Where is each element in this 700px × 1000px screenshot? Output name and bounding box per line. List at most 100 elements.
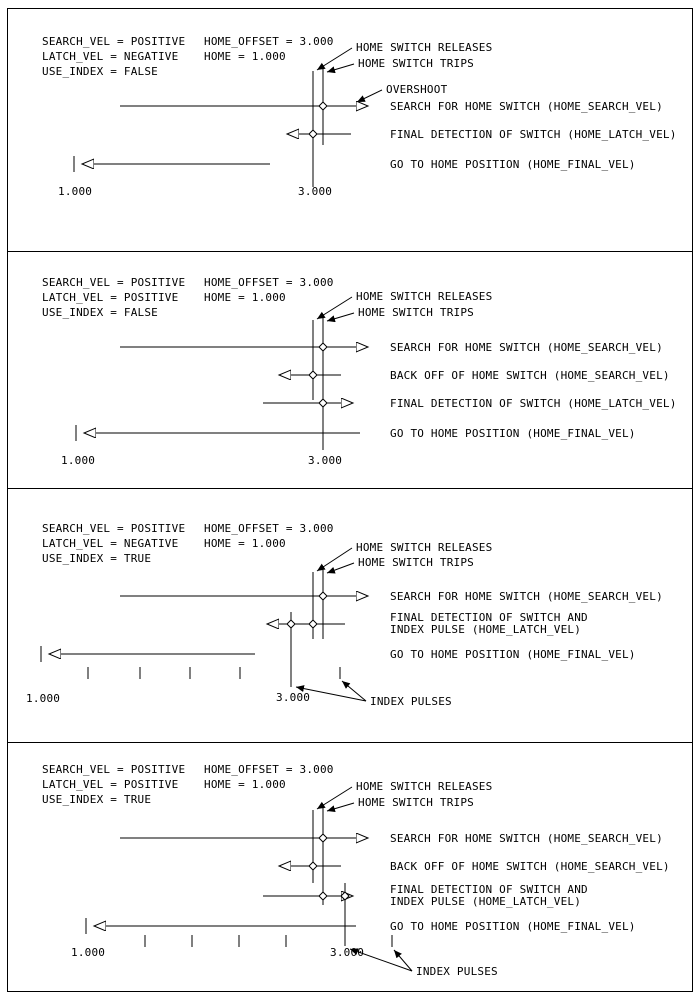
move-go-home: GO TO HOME POSITION (HOME_FINAL_VEL) [73,156,635,172]
trip-point-marker [318,101,328,111]
step-go-home-label: GO TO HOME POSITION (HOME_FINAL_VEL) [390,920,636,933]
homing-diagram-3: SEARCH_VEL = POSITIVE HOME_OFFSET = 3.00… [26,522,663,708]
home-switch-lines [312,69,324,187]
callout-releases-label: HOME SWITCH RELEASES [356,780,492,793]
home-switch-lines [290,570,324,687]
axis-offset-label: 3.000 [308,454,342,467]
param-home-offset: HOME_OFFSET = 3.000 [204,35,334,48]
step-latch-label-line1: FINAL DETECTION OF SWITCH AND [390,883,588,896]
axis-home-label: 1.000 [26,692,60,705]
callout-releases-label: HOME SWITCH RELEASES [356,541,492,554]
param-search-vel: SEARCH_VEL = POSITIVE [42,276,185,289]
release-point-marker [308,370,318,380]
param-use-index: USE_INDEX = FALSE [42,306,158,319]
move-latch: FINAL DETECTION OF SWITCH AND INDEX PULS… [263,883,588,908]
trip-point-marker [318,833,328,843]
index-pulses-callout: INDEX PULSES [295,680,452,708]
step-go-home-label: GO TO HOME POSITION (HOME_FINAL_VEL) [390,648,636,661]
panel-home-search-pos-latch-neg-index: SEARCH_VEL = POSITIVE HOME_OFFSET = 3.00… [7,488,693,743]
step-search-label: SEARCH FOR HOME SWITCH (HOME_SEARCH_VEL) [390,341,663,354]
callout-home-switch-trips: HOME SWITCH TRIPS [326,796,474,813]
param-use-index: USE_INDEX = TRUE [42,552,151,565]
callout-overshoot-label: OVERSHOOT [386,83,448,96]
move-latch: FINAL DETECTION OF SWITCH (HOME_LATCH_VE… [263,397,677,410]
index-pulses-label: INDEX PULSES [416,965,498,978]
param-home: HOME = 1.000 [204,50,286,63]
step-search-label: SEARCH FOR HOME SWITCH (HOME_SEARCH_VEL) [390,590,663,603]
callout-releases-label: HOME SWITCH RELEASES [356,290,492,303]
param-latch-vel: LATCH_VEL = NEGATIVE [42,50,178,63]
releases-leader-line [316,296,353,320]
step-backoff-label: BACK OFF OF HOME SWITCH (HOME_SEARCH_VEL… [390,369,670,382]
index-pulse-ticks [144,935,393,947]
move-search: SEARCH FOR HOME SWITCH (HOME_SEARCH_VEL) [120,832,663,845]
param-latch-vel: LATCH_VEL = NEGATIVE [42,537,178,550]
panel-home-search-pos-latch-neg-noindex: SEARCH_VEL = POSITIVE HOME_OFFSET = 3.00… [7,8,693,252]
index-pulses-callout: INDEX PULSES [349,948,498,978]
move-go-home: GO TO HOME POSITION (HOME_FINAL_VEL) [40,646,636,662]
callout-home-switch-trips: HOME SWITCH TRIPS [326,556,474,574]
move-latch: FINAL DETECTION OF SWITCH (HOME_LATCH_VE… [287,128,677,141]
callout-overshoot: OVERSHOOT [356,83,448,103]
param-home: HOME = 1.000 [204,537,286,550]
param-search-vel: SEARCH_VEL = POSITIVE [42,522,185,535]
step-latch-label-line2: INDEX PULSE (HOME_LATCH_VEL) [390,623,581,636]
index-pulses-leader-1 [349,948,413,972]
releases-leader-line [316,547,353,572]
callout-trips-label: HOME SWITCH TRIPS [358,556,474,569]
step-go-home-label: GO TO HOME POSITION (HOME_FINAL_VEL) [390,427,636,440]
param-latch-vel: LATCH_VEL = POSITIVE [42,778,178,791]
move-search: SEARCH FOR HOME SWITCH (HOME_SEARCH_VEL) [120,341,663,354]
param-home-offset: HOME_OFFSET = 3.000 [204,763,334,776]
home-switch-lines [312,808,346,946]
homing-diagram-1: SEARCH_VEL = POSITIVE HOME_OFFSET = 3.00… [42,35,677,198]
callout-trips-label: HOME SWITCH TRIPS [358,306,474,319]
move-go-home: GO TO HOME POSITION (HOME_FINAL_VEL) [85,918,636,934]
param-home-offset: HOME_OFFSET = 3.000 [204,522,334,535]
callout-home-switch-trips: HOME SWITCH TRIPS [326,306,474,323]
index-pulses-leader-2 [341,680,367,702]
param-home: HOME = 1.000 [204,291,286,304]
homing-diagram-4: SEARCH_VEL = POSITIVE HOME_OFFSET = 3.00… [42,763,670,978]
latch-point-marker [308,619,318,629]
index-pulses-leader-2 [393,949,413,972]
move-backoff: BACK OFF OF HOME SWITCH (HOME_SEARCH_VEL… [279,860,670,873]
overshoot-leader-line [356,89,383,103]
index-point-marker [340,891,350,901]
parameter-block: SEARCH_VEL = POSITIVE HOME_OFFSET = 3.00… [42,35,334,78]
index-pulses-label: INDEX PULSES [370,695,452,708]
index-pulses-leader-1 [295,685,367,702]
latch-point-marker [318,891,328,901]
latch-point-marker [318,398,328,408]
param-home-offset: HOME_OFFSET = 3.000 [204,276,334,289]
axis-home-label: 1.000 [58,185,92,198]
trips-leader-line [326,562,355,574]
move-search: SEARCH FOR HOME SWITCH (HOME_SEARCH_VEL) [120,100,663,113]
axis-offset-label: 3.000 [298,185,332,198]
step-latch-label: FINAL DETECTION OF SWITCH (HOME_LATCH_VE… [390,128,677,141]
parameter-block: SEARCH_VEL = POSITIVE HOME_OFFSET = 3.00… [42,763,334,806]
param-home: HOME = 1.000 [204,778,286,791]
callout-home-switch-trips: HOME SWITCH TRIPS [326,57,474,74]
releases-leader-line [316,47,353,71]
step-latch-label-line2: INDEX PULSE (HOME_LATCH_VEL) [390,895,581,908]
parameter-block: SEARCH_VEL = POSITIVE HOME_OFFSET = 3.00… [42,522,334,565]
move-search: SEARCH FOR HOME SWITCH (HOME_SEARCH_VEL) [120,590,663,603]
param-use-index: USE_INDEX = FALSE [42,65,158,78]
callout-home-switch-releases: HOME SWITCH RELEASES [316,780,492,810]
move-latch: FINAL DETECTION OF SWITCH AND INDEX PULS… [267,611,588,636]
panel-home-search-pos-latch-pos-index: SEARCH_VEL = POSITIVE HOME_OFFSET = 3.00… [7,742,693,992]
move-go-home: GO TO HOME POSITION (HOME_FINAL_VEL) [75,425,636,441]
index-point-marker [286,619,296,629]
trip-point-marker [318,342,328,352]
param-search-vel: SEARCH_VEL = POSITIVE [42,763,185,776]
axis-offset-label: 3.000 [276,691,310,704]
step-search-label: SEARCH FOR HOME SWITCH (HOME_SEARCH_VEL) [390,100,663,113]
homing-diagram-2: SEARCH_VEL = POSITIVE HOME_OFFSET = 3.00… [42,276,677,467]
param-latch-vel: LATCH_VEL = POSITIVE [42,291,178,304]
axis-home-label: 1.000 [61,454,95,467]
param-use-index: USE_INDEX = TRUE [42,793,151,806]
callout-home-switch-releases: HOME SWITCH RELEASES [316,541,492,572]
step-latch-label: FINAL DETECTION OF SWITCH (HOME_LATCH_VE… [390,397,677,410]
